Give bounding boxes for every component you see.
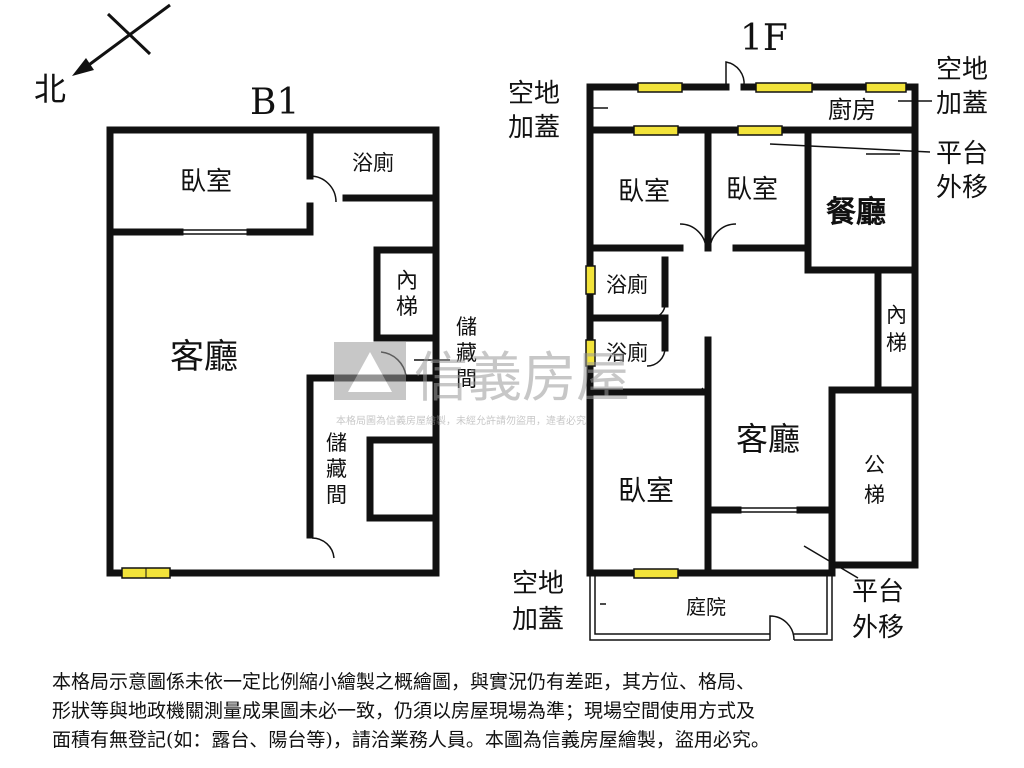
b1-window [121, 567, 171, 579]
1f-public-stair-label-2: 梯 [864, 483, 885, 507]
1f-courtyard-label: 庭院 [686, 595, 726, 619]
north-arrow-icon [72, 3, 171, 76]
disclaimer-line-1: 本格局示意圖係未依一定比例縮小繪製之概繪圖，與實況仍有差距，其方位、格局、 [52, 671, 756, 693]
compass-label: 北 [34, 70, 66, 108]
b1-living-label: 客廳 [170, 337, 238, 377]
b1-room-labels: 臥室 浴廁 內 梯 客廳 儲 藏 間 儲 藏 間 [170, 151, 477, 507]
1f-stair-label-1: 內 [886, 303, 907, 327]
b1-bath-label: 浴廁 [352, 151, 394, 175]
b1-stair-label-2: 梯 [396, 295, 418, 320]
1f-dining-label: 餐廳 [826, 195, 886, 230]
b1-stair-label-1: 內 [396, 269, 418, 294]
1f-bedroom-2-label: 臥室 [726, 175, 778, 205]
1f-thin-lines [589, 61, 850, 641]
annotation-bottom-left-2: 加蓋 [512, 605, 564, 635]
1f-room-labels: 廚房 臥室 臥室 餐廳 浴廁 浴廁 內 梯 客廳 臥室 公 梯 庭院 [606, 96, 907, 619]
b1-storage-a-label-3: 間 [456, 367, 477, 391]
annotation-bottom-left-1: 空地 [512, 569, 564, 599]
1f-title: 1F [740, 18, 788, 59]
b1-title: B1 [250, 82, 299, 123]
annotation-top-left-2: 加蓋 [508, 113, 560, 143]
annotation-top-left-1: 空地 [508, 79, 560, 109]
disclaimer-line-3: 面積有無登記(如：露台、陽台等)，請洽業務人員。本圖為信義房屋繪製，盜用必究。 [52, 729, 770, 751]
watermark: 信義房屋 本格局圖為信義房屋繪製，未經允許請勿盜用，違者必究 [334, 342, 630, 427]
1f-bath-1-label: 浴廁 [606, 273, 648, 297]
watermark-brand: 信義房屋 [414, 346, 630, 409]
annotation-platform-top-2: 外移 [936, 173, 988, 203]
b1-storage-b-label-1: 儲 [326, 431, 347, 455]
1f-bedroom-3-label: 臥室 [618, 474, 674, 507]
1f-annotations: 空地 加蓋 空地 加蓋 平台 外移 空地 加蓋 平台 外移 [508, 55, 988, 643]
1f-bath-2-label: 浴廁 [606, 341, 648, 365]
annotation-top-right-2: 加蓋 [936, 89, 988, 119]
1f-windows [585, 82, 907, 579]
b1-storage-a-label-1: 儲 [456, 315, 477, 339]
annotation-platform-top-1: 平台 [936, 139, 988, 169]
annotation-leader-lines [590, 100, 932, 605]
watermark-notice: 本格局圖為信義房屋繪製，未經允許請勿盜用，違者必究 [336, 414, 586, 427]
b1-storage-b-label-3: 間 [326, 483, 347, 507]
b1-bedroom-label: 臥室 [180, 167, 232, 197]
1f-bedroom-1-label: 臥室 [618, 177, 670, 207]
b1-storage-a-label-2: 藏 [456, 341, 477, 365]
annotation-platform-bottom-2: 外移 [852, 613, 904, 643]
1f-living-label: 客廳 [736, 420, 800, 458]
annotation-top-right-1: 空地 [936, 55, 988, 85]
annotation-platform-bottom-1: 平台 [852, 577, 904, 607]
disclaimer: 本格局示意圖係未依一定比例縮小繪製之概繪圖，與實況仍有差距，其方位、格局、 形狀… [52, 668, 992, 755]
1f-stair-label-2: 梯 [886, 331, 907, 355]
1f-kitchen-label: 廚房 [828, 96, 876, 124]
disclaimer-line-2: 形狀等與地政機關測量成果圖未必一致，仍須以房屋現場為準；現場空間使用方式及 [52, 700, 756, 722]
1f-public-stair-label-1: 公 [864, 453, 885, 477]
b1-storage-b-label-2: 藏 [326, 457, 347, 481]
